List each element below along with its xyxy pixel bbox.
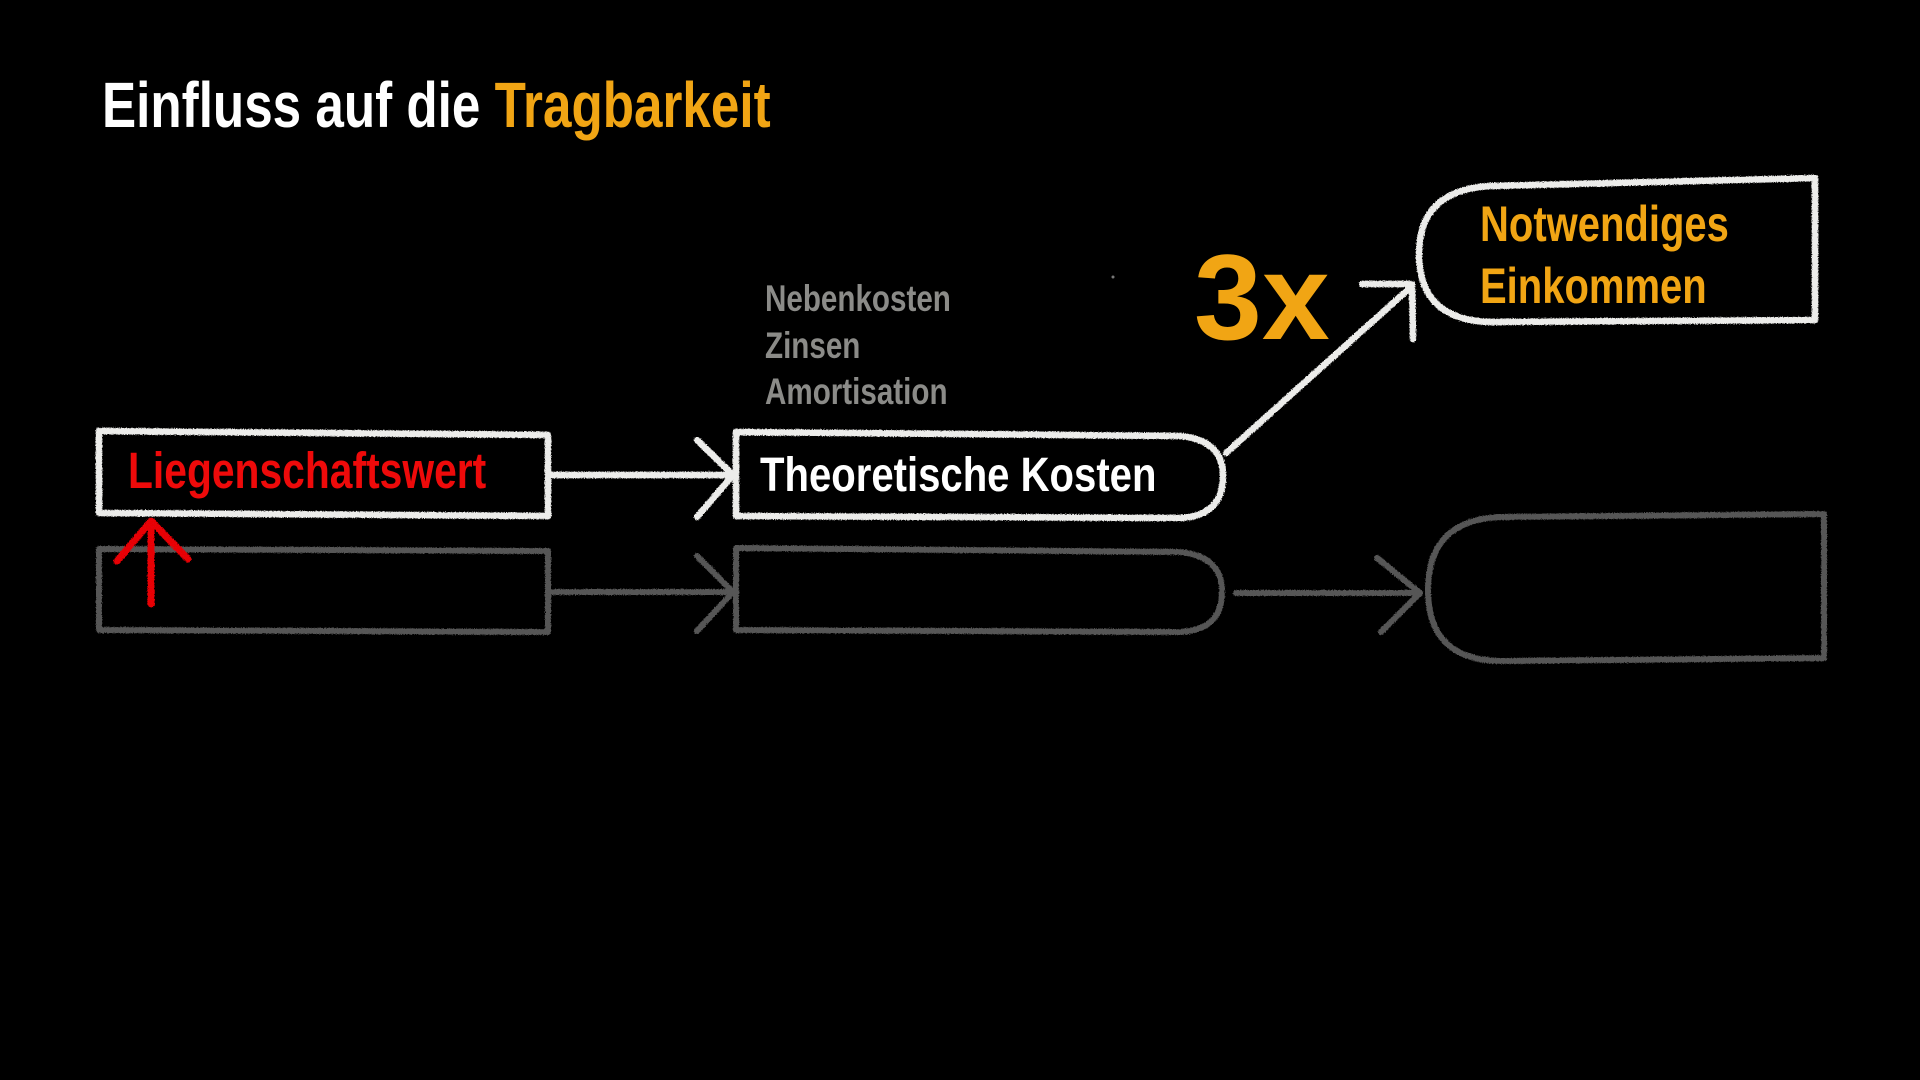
node-label-line-1: Notwendiges bbox=[1480, 196, 1729, 252]
main-flow-row bbox=[95, 174, 1819, 522]
ghost-arrow-1 bbox=[547, 553, 736, 634]
ghost-box-right bbox=[1425, 511, 1827, 664]
cost-components-list: Nebenkosten Zinsen Amortisation bbox=[765, 276, 951, 416]
slide-title: Einfluss auf die Tragbarkeit bbox=[102, 70, 771, 140]
cost-item-amortisation: Amortisation bbox=[765, 371, 948, 412]
box-liegenschaftswert bbox=[95, 427, 552, 520]
cost-item-nebenkosten: Nebenkosten bbox=[765, 278, 951, 319]
arrow-to-theoretische-kosten bbox=[545, 436, 737, 521]
arrow-to-notwendiges-einkommen bbox=[1222, 280, 1417, 457]
box-notwendiges-einkommen bbox=[1415, 174, 1819, 326]
title-highlight: Tragbarkeit bbox=[494, 69, 771, 141]
increase-arrow-icon bbox=[113, 517, 192, 608]
box-theoretische-kosten bbox=[732, 428, 1227, 522]
ghost-flow-row bbox=[96, 511, 1827, 664]
node-label-theoretische-kosten: Theoretische Kosten bbox=[760, 449, 1157, 502]
ghost-arrow-2 bbox=[1233, 555, 1423, 635]
ghost-box-left bbox=[96, 546, 551, 635]
title-prefix: Einfluss auf die bbox=[102, 69, 495, 141]
cost-item-zinsen: Zinsen bbox=[765, 324, 861, 366]
node-label-line-2: Einkommen bbox=[1480, 258, 1707, 314]
multiplier-label: 3x bbox=[1194, 229, 1330, 365]
node-label-liegenschaftswert: Liegenschaftswert bbox=[128, 442, 487, 499]
chalk-speck bbox=[1111, 275, 1115, 279]
ghost-box-middle bbox=[733, 545, 1225, 635]
node-label-notwendiges-einkommen: Notwendiges Einkommen bbox=[1480, 193, 1729, 317]
